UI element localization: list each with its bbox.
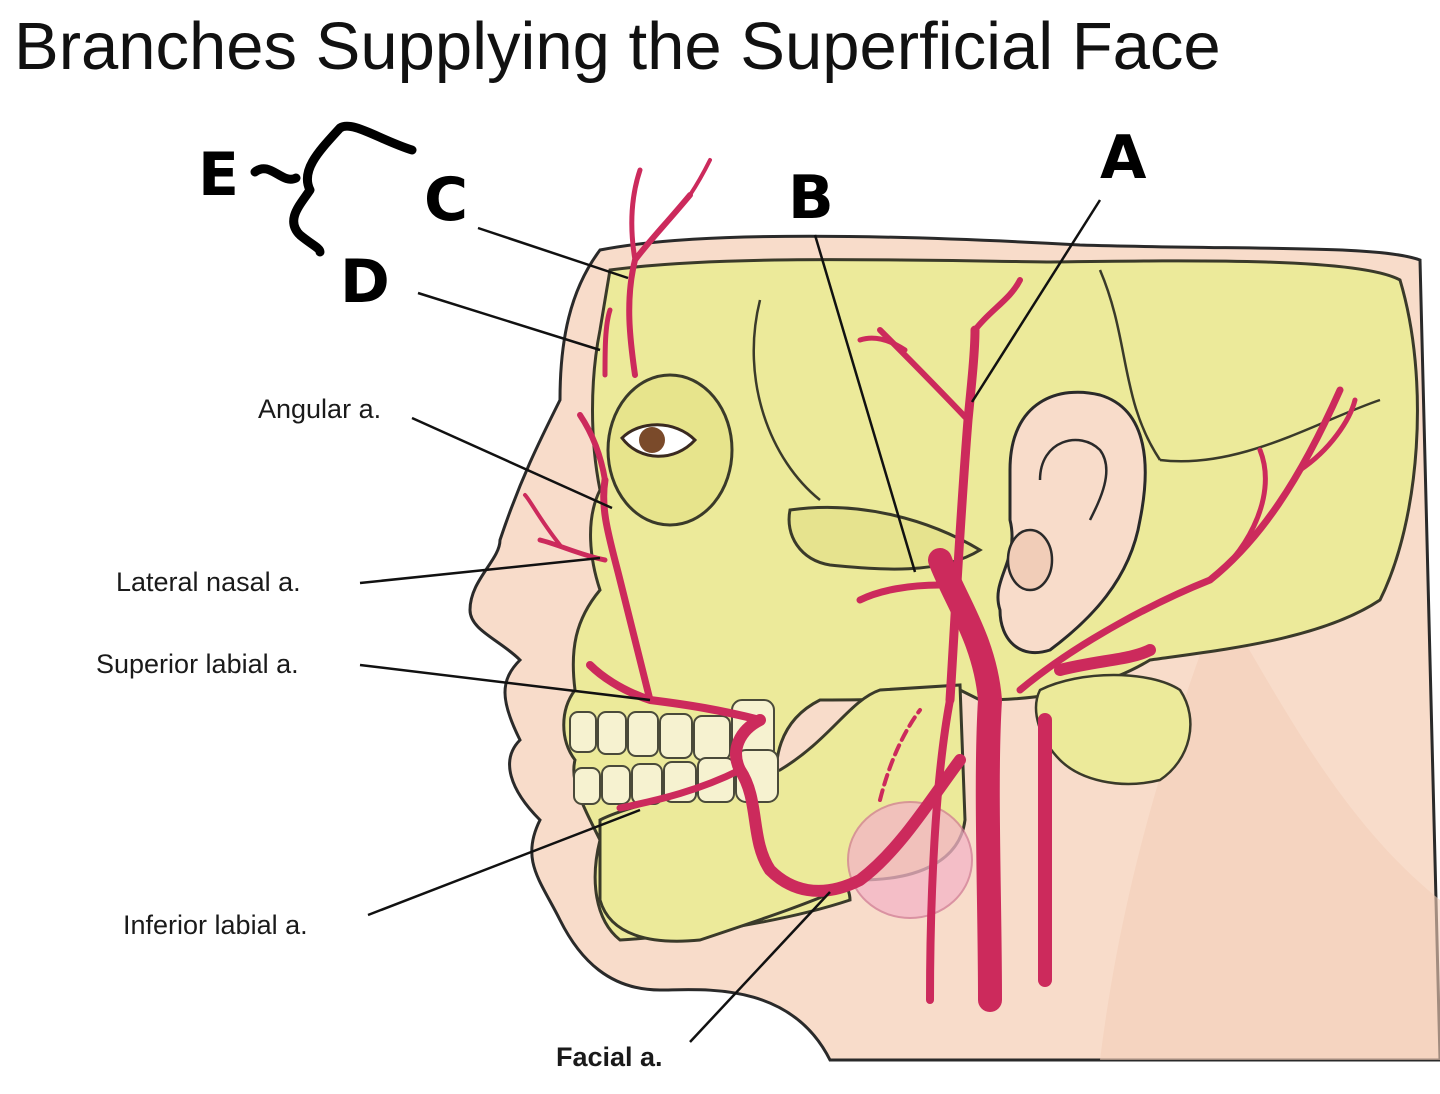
handwritten-letter-d: D bbox=[340, 247, 390, 317]
label-facial-artery: Facial a. bbox=[556, 1042, 663, 1072]
label-inferior-labial-artery: Inferior labial a. bbox=[123, 910, 308, 940]
page-title: Branches Supplying the Superficial Face bbox=[14, 9, 1221, 84]
gland bbox=[847, 801, 973, 919]
handwritten-marks bbox=[250, 121, 417, 257]
handwritten-letter-e: E bbox=[198, 140, 239, 210]
label-superior-labial-artery: Superior labial a. bbox=[96, 649, 299, 679]
skull-bone bbox=[562, 258, 1419, 942]
leader-lines bbox=[359, 199, 1102, 1043]
handwritten-letter-a: A bbox=[1100, 123, 1147, 193]
handwritten-letter-c: C bbox=[424, 165, 469, 235]
handwritten-letter-b: B bbox=[788, 163, 834, 233]
arteries bbox=[523, 158, 1358, 1012]
label-lateral-nasal-artery: Lateral nasal a. bbox=[116, 567, 301, 597]
label-angular-artery: Angular a. bbox=[258, 394, 382, 424]
